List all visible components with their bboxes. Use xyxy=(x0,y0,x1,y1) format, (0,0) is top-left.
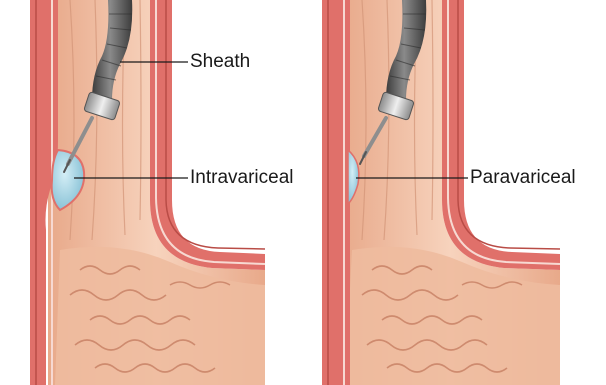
paravariceal-label: Paravariceal xyxy=(470,168,576,187)
left-esophageal-wall xyxy=(322,0,350,385)
sheath-label: Sheath xyxy=(190,52,250,71)
paravariceal-panel xyxy=(322,0,560,385)
right-muscle-line xyxy=(166,0,265,249)
right-esophageal-wall xyxy=(150,0,265,270)
right-esophageal-wall xyxy=(442,0,560,270)
intravariceal-label: Intravariceal xyxy=(190,168,294,187)
right-muscle-line xyxy=(458,0,560,249)
